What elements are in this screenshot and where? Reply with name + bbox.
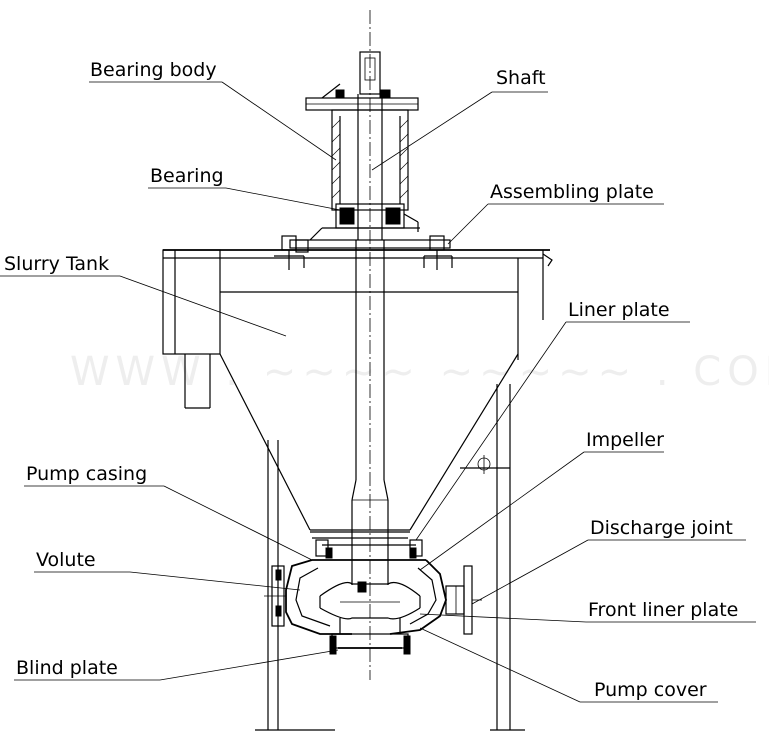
discharge-joint-part — [445, 565, 482, 635]
slurry-tank-part — [162, 249, 553, 531]
blind-plate-part — [329, 618, 411, 655]
leader-lines — [0, 81, 756, 703]
label-volute: Volute — [36, 549, 96, 571]
impeller-part — [319, 581, 421, 620]
pump-casing-part — [285, 539, 447, 635]
assembling-plate-part — [274, 227, 453, 270]
label-discharge-joint: Discharge joint — [590, 517, 733, 539]
support-legs — [255, 384, 525, 731]
volute-part — [264, 565, 286, 627]
label-pump-casing: Pump casing — [26, 463, 147, 485]
label-front-liner-plate: Front liner plate — [588, 599, 738, 621]
label-shaft: Shaft — [496, 67, 546, 89]
label-assembling-plate: Assembling plate — [490, 181, 654, 203]
label-slurry-tank: Slurry Tank — [4, 253, 109, 275]
shaft-part — [351, 10, 389, 680]
label-blind-plate: Blind plate — [16, 657, 118, 679]
label-bearing: Bearing — [150, 165, 224, 187]
watermark: WWW . ~~~~ ~~~~~ . COM — [70, 349, 769, 395]
part-labels: Bearing body Shaft Bearing Assembling pl… — [4, 59, 738, 701]
label-liner-plate: Liner plate — [568, 299, 670, 321]
label-pump-cover: Pump cover — [594, 679, 707, 701]
label-impeller: Impeller — [586, 429, 664, 451]
label-bearing-body: Bearing body — [90, 59, 217, 81]
svg-text:WWW . ~~~~ ~~~~~ . COM: WWW . ~~~~ ~~~~~ . COM — [70, 349, 769, 395]
bearing-body-part — [305, 83, 419, 232]
liner-plate-part — [310, 531, 416, 546]
